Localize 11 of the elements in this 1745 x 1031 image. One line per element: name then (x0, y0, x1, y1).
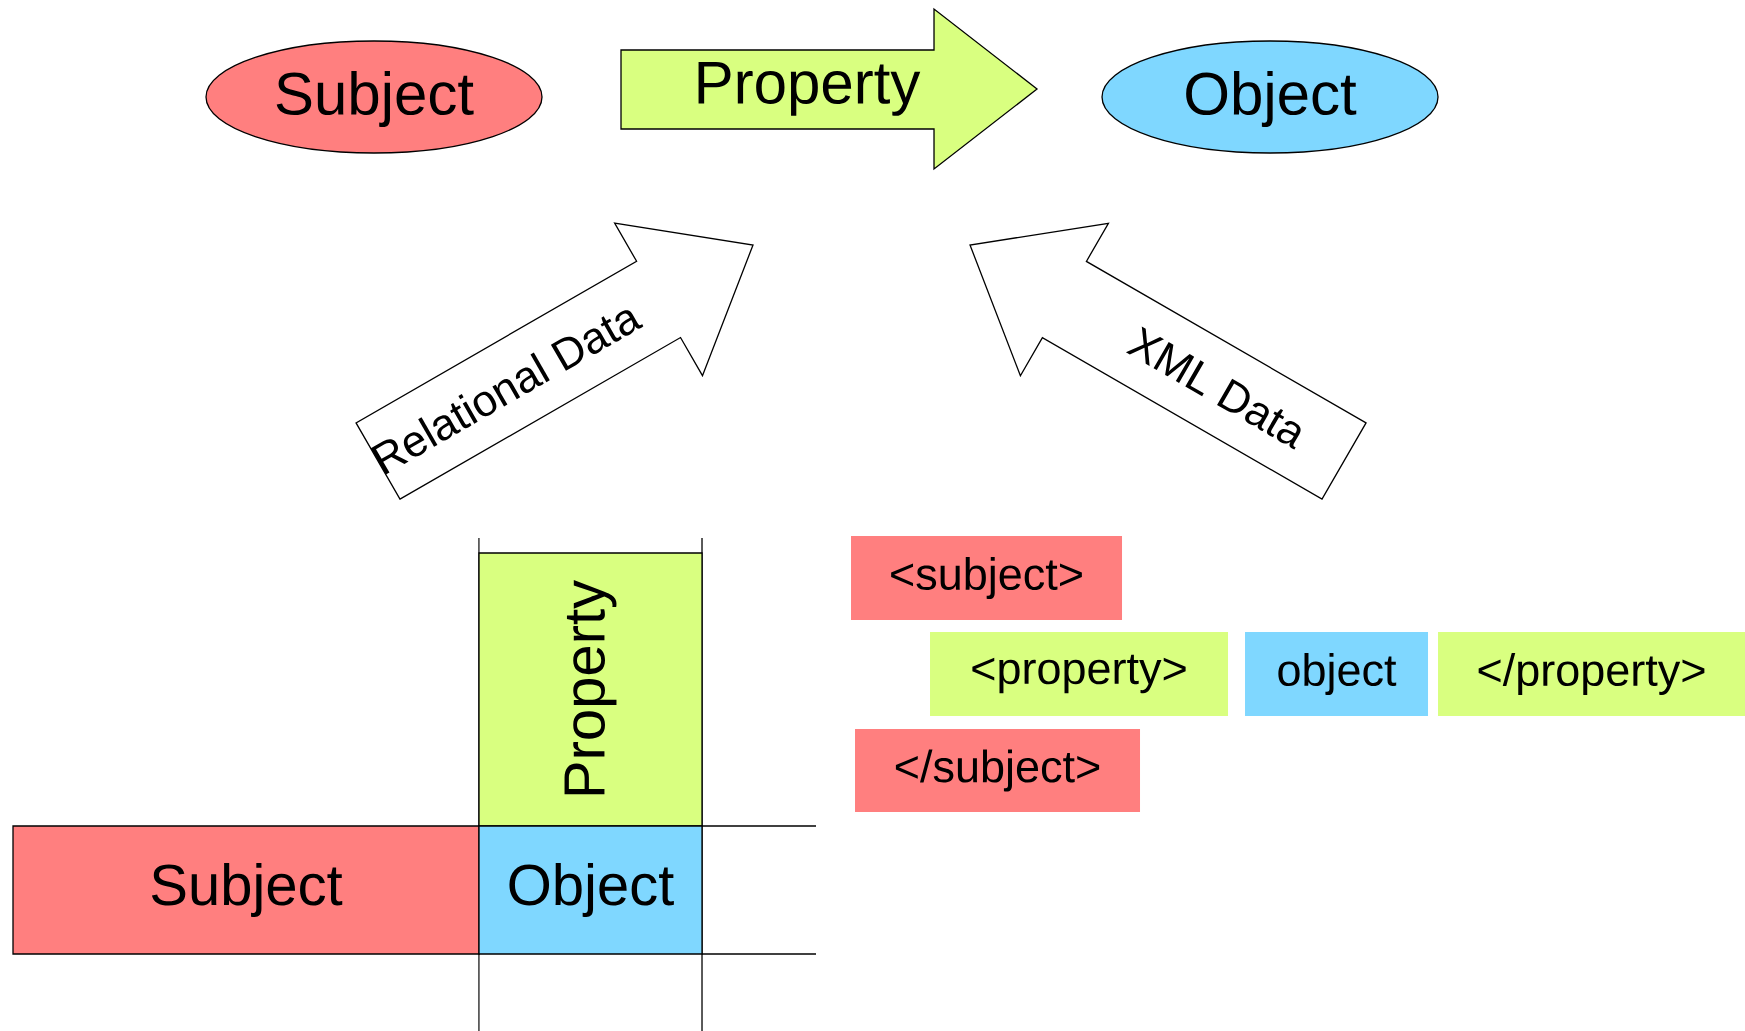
table-cell: Subject (12, 825, 480, 955)
xml-value: object (1245, 632, 1428, 716)
block-arrow (355, 222, 754, 500)
xml-tag: <subject> (851, 536, 1122, 620)
xml-tag: <property> (930, 632, 1228, 716)
table-cell: Property (478, 552, 703, 827)
xml-tag: </subject> (855, 729, 1140, 812)
block-arrow (969, 222, 1367, 500)
edge-label: XML Data (1125, 326, 1301, 450)
xml-tag: </property> (1438, 632, 1745, 716)
table-cell: Object (478, 825, 703, 955)
